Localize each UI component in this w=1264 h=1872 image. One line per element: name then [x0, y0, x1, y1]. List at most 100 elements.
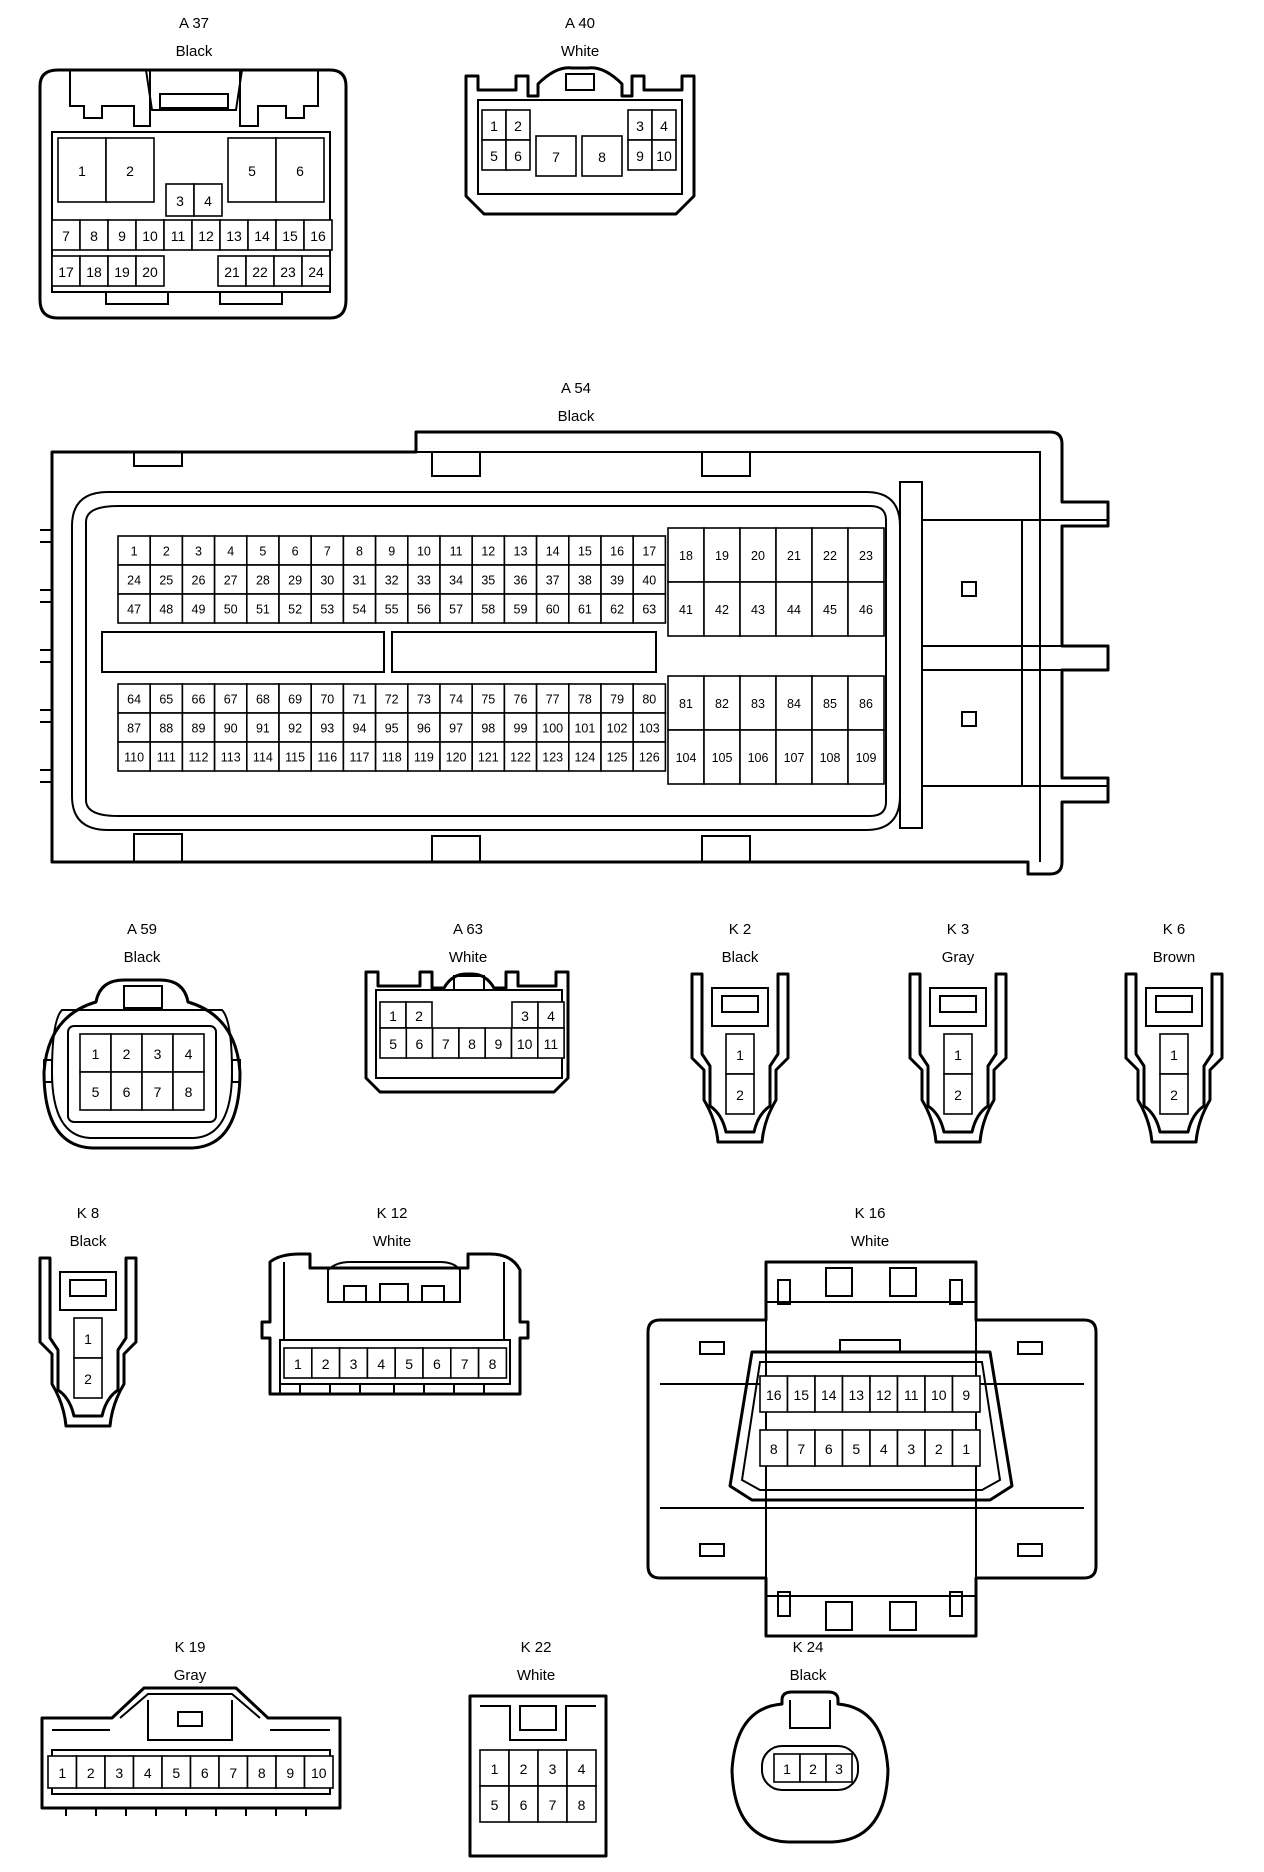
a54-pin-60-cell — [535, 593, 570, 624]
a54-pin-19: 19 — [715, 549, 729, 563]
a54-pin-44: 44 — [787, 603, 801, 617]
a54-pin-74: 74 — [449, 693, 463, 707]
a63-pin-6: 6 — [416, 1036, 424, 1052]
a54-pin-48: 48 — [159, 603, 173, 617]
a40-pin-4: 4 — [660, 118, 668, 134]
a37-pin-6-cell — [275, 137, 325, 203]
k22-pin-7: 7 — [549, 1797, 557, 1813]
a54-pin-28: 28 — [256, 574, 270, 588]
a40-pin-2: 2 — [514, 118, 522, 134]
k12-pin-8: 8 — [489, 1356, 497, 1372]
a54-pin-113: 113 — [221, 751, 241, 765]
k24-pin-1: 1 — [783, 1761, 791, 1777]
a54-pin-43: 43 — [751, 603, 765, 617]
a54-pin-45: 45 — [823, 603, 837, 617]
k22-pin-2: 2 — [520, 1761, 528, 1777]
k19-pin-8-cell — [246, 1755, 277, 1789]
a54-pin-125-cell — [600, 741, 635, 772]
a63-pin-11: 11 — [544, 1036, 559, 1052]
a37-pin-16: 16 — [310, 228, 326, 244]
a54-pin-57: 57 — [449, 603, 463, 617]
a54-pin-56-cell — [406, 593, 441, 624]
a54-pin-50-cell — [213, 593, 248, 624]
k19-pin-4-cell — [132, 1755, 163, 1789]
a54-pin-74-cell — [439, 683, 474, 714]
a54-pin-12: 12 — [481, 545, 495, 559]
a59-pin-6-cell — [110, 1071, 143, 1111]
a54-pin-86-cell — [847, 675, 885, 731]
a37-pin-23-cell — [273, 255, 303, 287]
a54-pin-38-cell — [567, 564, 602, 595]
k22-pin-4-cell — [566, 1749, 597, 1787]
a54-pin-94: 94 — [353, 722, 367, 736]
a54-pin-88-cell — [149, 712, 184, 743]
a37-pin-21: 21 — [224, 264, 240, 280]
a54-pin-120-cell — [439, 741, 474, 772]
a54-pin-76-cell — [503, 683, 538, 714]
k19-pin-5: 5 — [172, 1765, 180, 1781]
a54-pin-18: 18 — [679, 549, 693, 563]
a54-pin-41-cell — [667, 581, 705, 637]
a54-pin-97: 97 — [449, 722, 463, 736]
a54-pin-47-cell — [117, 593, 152, 624]
a37-pin-13: 13 — [226, 228, 242, 244]
a54-pin-72: 72 — [385, 693, 399, 707]
k12-pin-6-cell — [422, 1347, 452, 1379]
a54-pin-44-cell — [775, 581, 813, 637]
a54-pin-92-cell — [278, 712, 313, 743]
a37-pin-21-cell — [217, 255, 247, 287]
a54-pin-60: 60 — [546, 603, 560, 617]
a54-pin-36: 36 — [514, 574, 528, 588]
a54-pin-51: 51 — [256, 603, 270, 617]
a63-pin-9-cell — [484, 1027, 513, 1059]
a54-pin-80-cell — [632, 683, 667, 714]
connector-a37-code: A 37 — [179, 15, 209, 32]
a54-pin-110-cell — [117, 741, 152, 772]
a54-pin-35: 35 — [481, 574, 495, 588]
a40-pin-7-cell — [535, 135, 577, 177]
connector-k19-color: Gray — [174, 1667, 207, 1684]
a54-pin-123: 123 — [542, 751, 563, 765]
connector-k22-color: White — [517, 1667, 555, 1684]
a54-pin-73: 73 — [417, 693, 431, 707]
connector-k6-code: K 6 — [1163, 921, 1186, 938]
k16-pin-9-cell — [951, 1375, 981, 1413]
a37-pin-7-cell — [51, 219, 81, 251]
a37-pin-12: 12 — [198, 228, 214, 244]
a54-pin-59-cell — [503, 593, 538, 624]
a54-pin-77: 77 — [546, 693, 560, 707]
a54-pin-62: 62 — [610, 603, 624, 617]
a54-pin-30: 30 — [320, 574, 334, 588]
k3-pin-2-cell — [943, 1073, 973, 1115]
a54-pin-56: 56 — [417, 603, 431, 617]
k2-pin-2: 2 — [736, 1087, 744, 1103]
a54-pin-63-cell — [632, 593, 667, 624]
k16-pin-15: 15 — [793, 1387, 809, 1403]
connector-k8-color: Black — [70, 1233, 107, 1250]
a37-pin-2-cell — [105, 137, 155, 203]
a37-pin-8: 8 — [90, 228, 98, 244]
k19-pin-10: 10 — [311, 1765, 327, 1781]
a54-pin-76: 76 — [514, 693, 528, 707]
a54-pin-53: 53 — [320, 603, 334, 617]
a54-pin-54: 54 — [353, 603, 367, 617]
k19-pin-2-cell — [75, 1755, 106, 1789]
a54-pin-102: 102 — [607, 722, 628, 736]
a54-pin-116: 116 — [317, 751, 337, 765]
a37-pin-10: 10 — [142, 228, 158, 244]
a54-pin-22: 22 — [823, 549, 837, 563]
a63-pin-8-cell — [458, 1027, 486, 1059]
k24-pin-2: 2 — [809, 1761, 817, 1777]
connector-a37-color: Black — [176, 43, 213, 60]
k19-pin-2: 2 — [87, 1765, 95, 1781]
connector-k8-code: K 8 — [77, 1205, 100, 1222]
a54-pin-98: 98 — [481, 722, 495, 736]
